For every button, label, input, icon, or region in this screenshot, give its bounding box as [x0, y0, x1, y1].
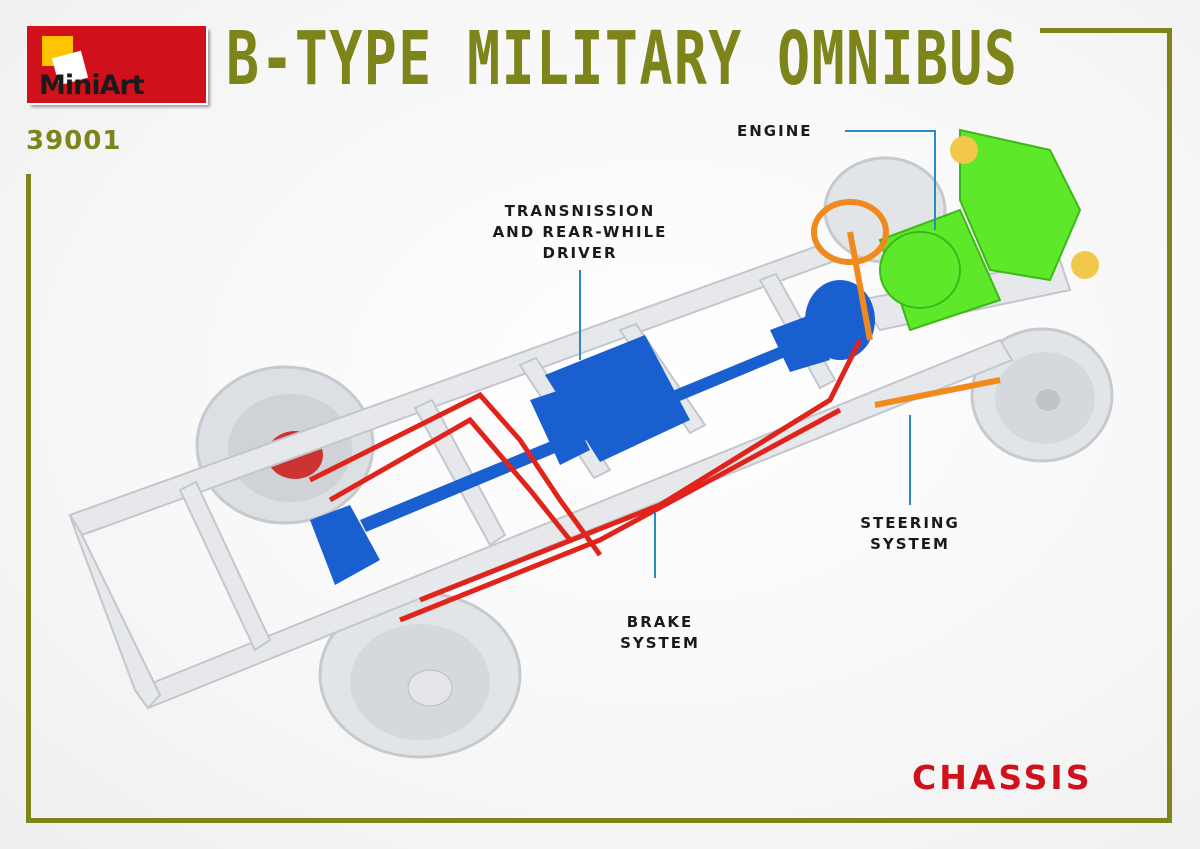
transmission-assembly [310, 280, 875, 585]
callout-brake-line2: SYSTEM [620, 634, 700, 652]
product-code: 39001 [26, 126, 122, 156]
section-label: CHASSIS [912, 758, 1093, 797]
frame-bottom-line [26, 818, 1172, 823]
callout-engine: ENGINE [737, 122, 813, 140]
chassis-frame [68, 243, 1072, 710]
frame-top-line [1040, 28, 1172, 33]
frame-right-line [1167, 28, 1172, 823]
page-title: B-TYPE MILITARY OMNIBUS [226, 16, 1019, 102]
brake-system [308, 338, 863, 623]
callout-steering-line2: SYSTEM [870, 535, 950, 553]
headlamp-right [1071, 251, 1099, 279]
logo-text: MiniArt [39, 70, 145, 101]
callout-steering-line1: STEERING [860, 514, 960, 532]
leader-lines [579, 130, 936, 578]
callout-transmission: TRANSNISSION AND REAR-WHILE DRIVER [470, 201, 690, 264]
callout-brake-line1: BRAKE [626, 613, 694, 631]
callout-brake: BRAKE SYSTEM [590, 612, 730, 654]
engine-assembly [878, 128, 1082, 332]
callout-transmission-line3: DRIVER [542, 244, 618, 262]
callout-steering: STEERING SYSTEM [840, 513, 980, 555]
frame-left-line [26, 174, 31, 823]
callout-transmission-line2: AND REAR-WHILE [492, 223, 668, 241]
miniart-logo: MiniArt [27, 26, 206, 103]
rear-right-wheel [318, 591, 522, 759]
steering-system [811, 199, 1001, 408]
callout-transmission-line1: TRANSNISSION [504, 202, 656, 220]
headlamp-left [950, 136, 978, 164]
